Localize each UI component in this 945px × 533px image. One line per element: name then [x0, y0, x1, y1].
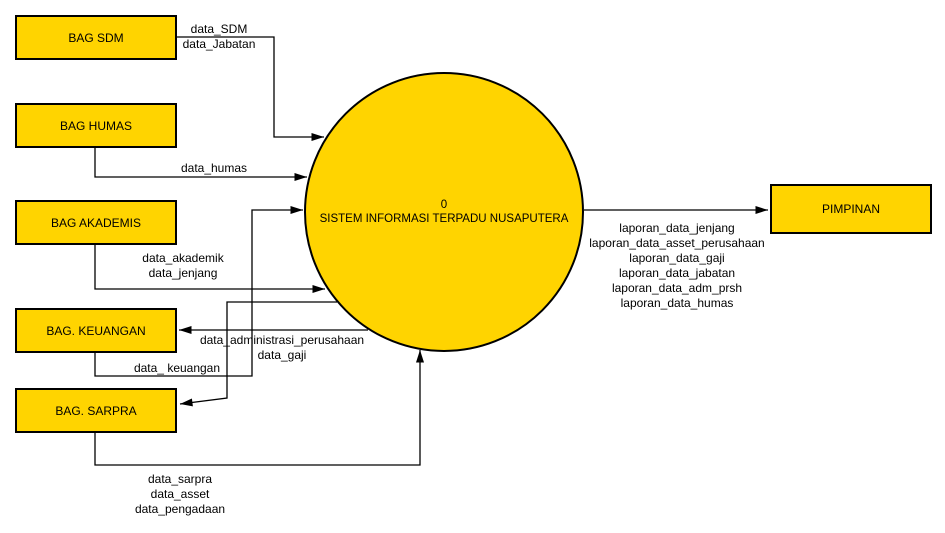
flow-label-line: laporan_data_jenjang [619, 221, 735, 235]
connector-sdm-to-system [177, 36, 324, 141]
connector-humas-to-system [94, 148, 307, 181]
flow-label-line: data_gaji [257, 348, 307, 362]
flow-label-system-to-keuangan: data_administrasi_perusahaan data_gaji [200, 333, 364, 363]
entity-bag-sdm: BAG SDM [15, 15, 177, 60]
entity-bag-akademis: BAG AKADEMIS [15, 200, 177, 245]
connector-sarpra-to-system [94, 350, 424, 466]
connector-akademis-to-system [94, 245, 325, 293]
flow-label-line: data_ keuangan [133, 361, 221, 375]
entity-bag-keuangan-label: BAG. KEUANGAN [46, 323, 146, 338]
flow-label-line: laporan_data_asset_perusahaan [589, 236, 765, 250]
flow-label-line: data_jenjang [148, 266, 218, 280]
flow-label-humas: data_humas [181, 161, 247, 176]
flow-label-keuangan: data_ keuangan [134, 361, 220, 376]
flow-label-pimpinan: laporan_data_jenjang laporan_data_asset_… [589, 221, 764, 311]
flow-label-line: laporan_data_jabatan [618, 266, 736, 280]
flow-label-line: data_Jabatan [182, 37, 256, 51]
process-node: 0 SISTEM INFORMASI TERPADU NUSAPUTERA [304, 72, 584, 352]
flow-label-line: data_administrasi_perusahaan [199, 333, 365, 347]
entity-bag-keuangan: BAG. KEUANGAN [15, 308, 177, 353]
connector-system-to-sarpra [179, 301, 337, 407]
process-name: SISTEM INFORMASI TERPADU NUSAPUTERA [319, 213, 569, 225]
entity-bag-humas-label: BAG HUMAS [59, 118, 132, 133]
flow-label-line: data_akademik [142, 251, 224, 265]
flow-label-sarpra: data_sarpra data_asset data_pengadaan [135, 472, 225, 517]
entity-bag-sarpra: BAG. SARPRA [15, 388, 177, 433]
entity-bag-sarpra-label: BAG. SARPRA [55, 403, 137, 418]
flow-label-line: laporan_data_humas [620, 296, 734, 310]
flow-label-akademis: data_akademik data_jenjang [142, 251, 223, 281]
flow-label-line: laporan_data_gaji [629, 251, 725, 265]
process-number: 0 [440, 199, 448, 211]
entity-bag-humas: BAG HUMAS [15, 103, 177, 148]
flow-label-line: data_SDM [190, 22, 248, 36]
entity-bag-akademis-label: BAG AKADEMIS [50, 215, 142, 230]
flow-label-line: data_asset [150, 487, 210, 501]
flow-label-line: data_sarpra [147, 472, 213, 486]
flow-label-sdm: data_SDM data_Jabatan [183, 22, 256, 52]
entity-pimpinan-label: PIMPINAN [821, 202, 880, 216]
entity-bag-sdm-label: BAG SDM [68, 30, 124, 45]
connector-keuangan-to-system [94, 206, 303, 377]
flow-label-line: data_humas [180, 161, 248, 175]
flow-label-line: laporan_data_adm_prsh [611, 281, 743, 295]
flow-label-line: data_pengadaan [134, 502, 226, 516]
entity-pimpinan: PIMPINAN [770, 184, 932, 234]
